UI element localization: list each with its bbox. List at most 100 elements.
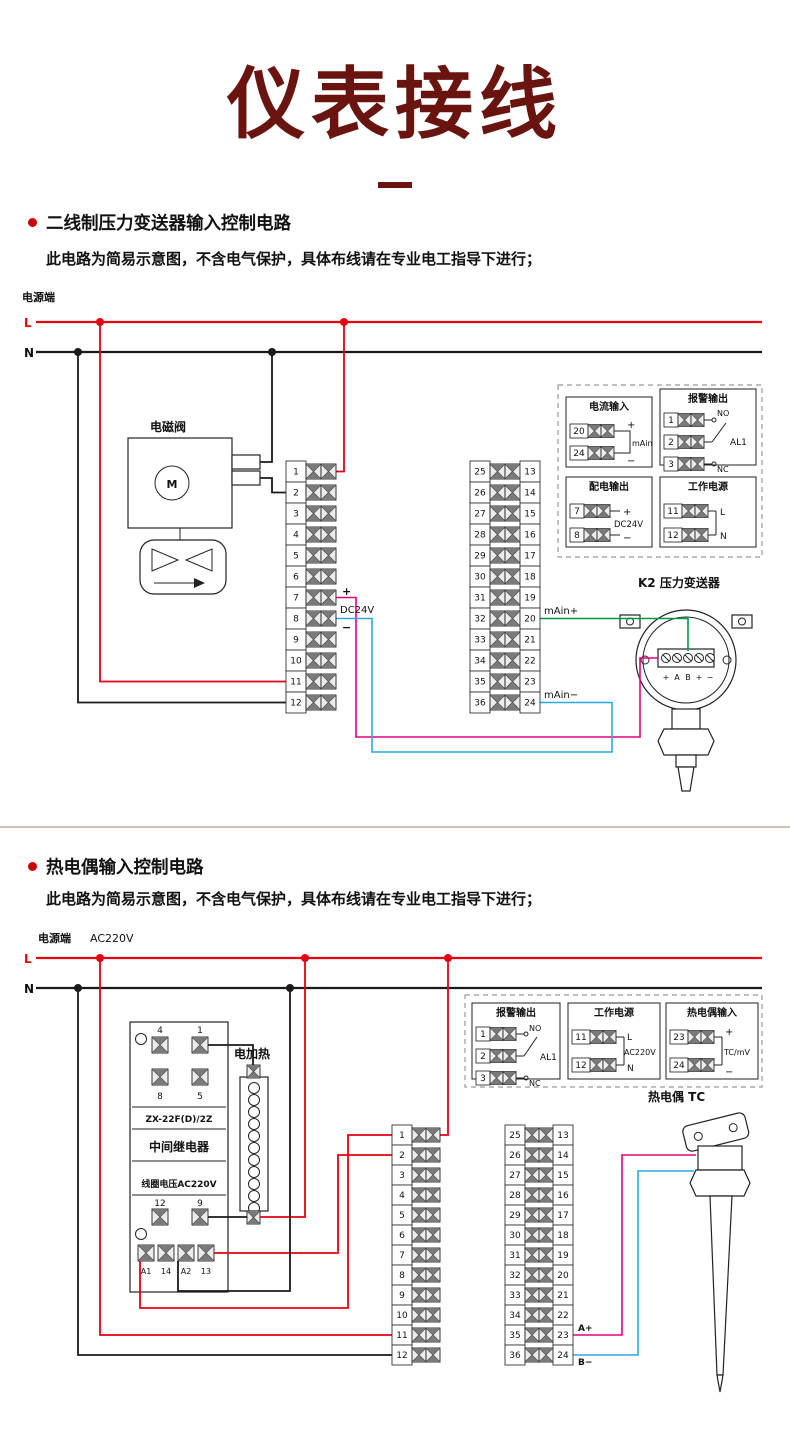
terminal-number: 12 <box>667 531 678 541</box>
terminal-screw-fill <box>525 1348 539 1362</box>
line-n-label: N <box>24 982 34 996</box>
terminal-screw-fill <box>525 1268 539 1282</box>
panel-title: 报警输出 <box>496 1006 536 1019</box>
terminal-screw-fill <box>490 485 505 500</box>
solenoid-valve: 电磁阀 M <box>127 419 261 595</box>
terminal-screw-fill <box>490 1027 503 1041</box>
terminal-screw-fill <box>412 1328 426 1342</box>
terminal-number: 23 <box>673 1033 684 1043</box>
bolt-icon <box>722 655 732 665</box>
transmitter-ear <box>619 614 641 629</box>
b-minus-label: B− <box>578 1358 592 1368</box>
terminal-screw-fill <box>426 1328 440 1342</box>
terminal-screw-fill <box>178 1245 194 1261</box>
voltage-label: AC220V <box>624 1048 656 1057</box>
terminal-screw-fill <box>426 1348 440 1362</box>
terminal-screw-fill <box>306 590 321 605</box>
terminal-screw-fill <box>426 1288 440 1302</box>
terminal-screw-fill <box>597 528 610 542</box>
wire-black <box>177 988 291 1292</box>
terminal-number: 1 <box>668 416 674 426</box>
terminal-screw-fill <box>505 632 520 647</box>
terminal-number: 24 <box>557 1351 569 1361</box>
terminal-screw-fill <box>678 413 691 427</box>
terminal-screw-fill <box>490 548 505 563</box>
l-label: L <box>720 508 725 518</box>
panel-title: 工作电源 <box>688 480 728 493</box>
page-title: 仪表接线 <box>226 60 563 150</box>
terminal-screw-fill <box>321 695 336 710</box>
main-label: mAin <box>632 439 653 448</box>
terminal-screw-fill <box>701 1030 714 1044</box>
heater-coil-turn <box>248 1154 260 1166</box>
relay-terminal-number: 8 <box>157 1092 163 1102</box>
minus-label: − <box>725 1067 733 1078</box>
terminal-screw-fill <box>539 1308 553 1322</box>
dc24v-plus: + <box>342 585 351 598</box>
terminal-screw-fill <box>138 1245 154 1261</box>
terminal-number: 15 <box>524 510 535 520</box>
terminal-screw-fill <box>588 424 601 438</box>
transmitter-ear <box>731 614 753 629</box>
panel-title: 报警输出 <box>688 392 728 405</box>
terminal-screw-fill <box>590 1058 603 1072</box>
section1-note: 此电路为简易示意图，不含电气保护，具体布线请在专业电工指导下进行； <box>46 250 542 268</box>
terminal-number: 8 <box>293 615 299 625</box>
wire-red <box>336 322 345 473</box>
terminal-screw-fill <box>695 504 708 518</box>
terminal-number: 19 <box>557 1251 569 1261</box>
terminal-number: 17 <box>557 1211 568 1221</box>
terminal-number: 10 <box>396 1311 408 1321</box>
terminal-screw-fill <box>539 1228 553 1242</box>
terminal-screw-fill <box>505 695 520 710</box>
terminal-screw-fill <box>426 1208 440 1222</box>
transmitter-head-inner <box>642 616 730 704</box>
title-underline <box>378 182 412 188</box>
terminal-number: 30 <box>509 1231 521 1241</box>
terminal-screw-fill <box>505 653 520 668</box>
terminal-screw-fill <box>321 506 336 521</box>
relay-terminal-number: A2 <box>181 1267 192 1276</box>
bolt-icon <box>738 617 746 626</box>
terminal-screw-fill <box>321 485 336 500</box>
bolt-icon <box>693 1131 703 1141</box>
terminal-number: 23 <box>557 1331 568 1341</box>
terminal-screw-fill <box>525 1328 539 1342</box>
terminal-number: 24 <box>573 449 585 459</box>
terminal-screw-fill <box>539 1328 553 1342</box>
plus-label: + <box>627 420 635 431</box>
heater-body <box>239 1076 269 1212</box>
main-plus-label: mAin+ <box>544 606 578 617</box>
thermocouple-label: 热电偶 TC <box>648 1089 705 1104</box>
terminal-number: 10 <box>290 657 302 667</box>
terminal-number: 14 <box>557 1151 569 1161</box>
panel-box <box>567 1002 661 1080</box>
contact-dot <box>711 417 717 423</box>
heater-coil-turn <box>248 1130 260 1142</box>
terminal-number: 23 <box>524 678 535 688</box>
terminal-number: 11 <box>575 1033 586 1043</box>
panel-box <box>659 476 757 548</box>
panel-dist-output: 配电输出 78 + DC24V − <box>565 476 653 548</box>
terminal-number: 9 <box>293 636 299 646</box>
terminal-number-cell <box>519 691 541 714</box>
terminal-screw-fill <box>539 1288 553 1302</box>
terminal-number: 26 <box>509 1151 521 1161</box>
terminal-number: 1 <box>293 468 299 478</box>
terminal-number: 26 <box>474 489 486 499</box>
terminal-number: 35 <box>474 678 485 688</box>
terminal-number: 35 <box>509 1331 520 1341</box>
relay-model: ZX-22F(D)/2Z <box>146 1115 213 1125</box>
heater-coil-turn <box>248 1178 260 1190</box>
terminal-number: 13 <box>524 468 535 478</box>
terminal-screw-fill <box>412 1308 426 1322</box>
terminal-number-cell <box>552 1344 574 1366</box>
terminal-number: 27 <box>474 510 485 520</box>
terminal-screw-fill <box>505 569 520 584</box>
wire-black <box>77 988 392 1356</box>
terminal-number: 27 <box>509 1171 520 1181</box>
terminal-screw-fill <box>412 1148 426 1162</box>
